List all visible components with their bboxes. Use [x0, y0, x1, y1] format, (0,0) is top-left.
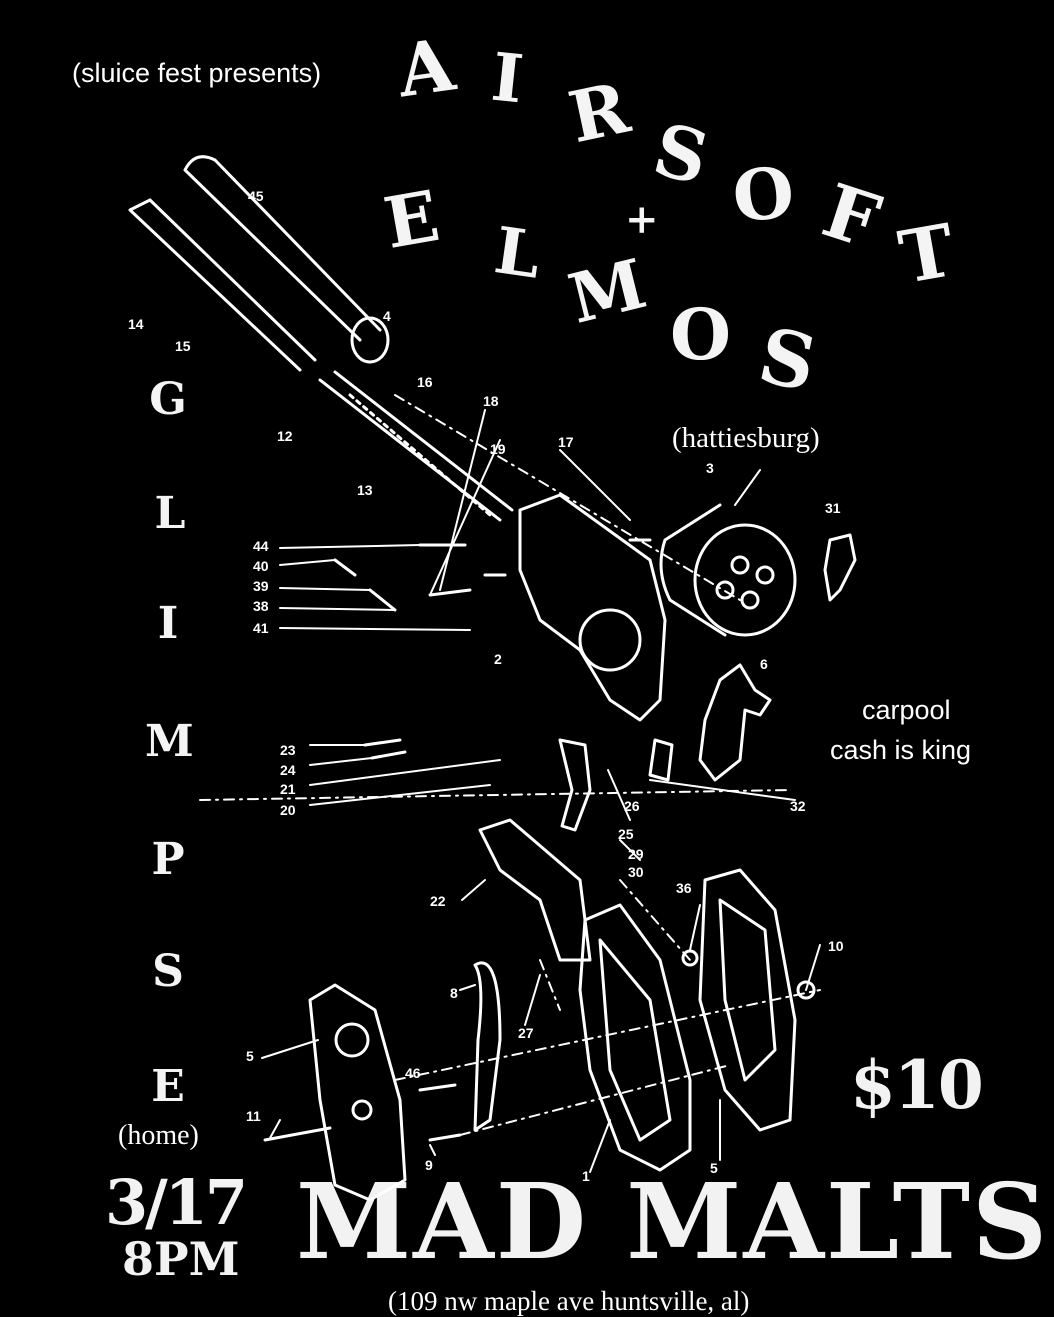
frame-window [578, 608, 642, 672]
part-number: 18 [483, 393, 499, 409]
date: 3/17 [105, 1166, 248, 1239]
part-number: 9 [425, 1157, 433, 1173]
part-number: 2 [494, 651, 502, 667]
venue-address: (109 nw maple ave huntsville, al) [388, 1286, 750, 1316]
part-number: 20 [280, 802, 296, 818]
cylinder-body [659, 503, 727, 637]
part-number: 27 [518, 1025, 534, 1041]
part-number: 31 [825, 500, 841, 516]
part-number: 41 [253, 620, 269, 636]
plus-sign: + [625, 196, 659, 243]
price: $10 [850, 1046, 984, 1124]
part-number: 5 [246, 1048, 254, 1064]
part-32 [648, 738, 674, 782]
backstrap [578, 903, 692, 1172]
elmos-origin: (hattiesburg) [672, 422, 820, 454]
part-number: 22 [430, 893, 446, 909]
glimpse-origin: (home) [118, 1120, 199, 1151]
band-letter: P [151, 834, 185, 885]
part-number: 40 [253, 558, 269, 574]
part-number: 13 [357, 482, 373, 498]
band-letter: S [152, 946, 184, 997]
frame-shape [518, 493, 667, 722]
part-31 [823, 533, 857, 602]
barrel-shape [183, 155, 382, 342]
band-letter: M [145, 716, 194, 767]
part-number: 10 [828, 938, 844, 954]
left-grip [308, 983, 407, 1202]
time: 8PM [122, 1232, 240, 1286]
venue-name: MAD MALTS [296, 1160, 1050, 1283]
part-number: 17 [558, 434, 574, 450]
presenter-text: (sluice fest presents) [72, 58, 322, 88]
part-number: 14 [128, 316, 144, 332]
part-8 [473, 961, 502, 1132]
part-number: 25 [618, 826, 634, 842]
part-number: 19 [490, 441, 506, 457]
band-letter: G [149, 374, 187, 425]
trigger [558, 738, 592, 832]
part-number: 23 [280, 742, 296, 758]
band-letter: L [154, 488, 186, 539]
part-number: 39 [253, 578, 269, 594]
part-number: 15 [175, 338, 191, 354]
notes-line-1: carpool [862, 695, 951, 725]
part-number: 6 [760, 656, 768, 672]
part-number: 3 [706, 460, 714, 476]
part-number: 38 [253, 598, 269, 614]
part-number: 26 [624, 798, 640, 814]
part-number: 36 [676, 880, 692, 896]
part-number: 11 [246, 1108, 261, 1124]
part-number: 30 [628, 864, 644, 880]
part-number: 45 [248, 188, 264, 204]
part-number: 29 [628, 846, 644, 862]
part-number: 44 [253, 538, 269, 554]
cylinder-face [693, 523, 797, 637]
part-number: 46 [405, 1065, 421, 1081]
part-number: 1 [582, 1168, 590, 1184]
ejector-spring [348, 393, 492, 517]
notes-line-2: cash is king [830, 735, 972, 765]
trigger-guard [478, 818, 592, 962]
barrel-muzzle [350, 316, 390, 364]
band-letter: O [670, 293, 731, 376]
part-number: 8 [450, 985, 458, 1001]
band-letter: E [151, 1061, 185, 1112]
part-number: 24 [280, 762, 296, 778]
part-number: 16 [417, 374, 433, 390]
band-letter: I [157, 598, 179, 649]
ejector-housing [128, 198, 317, 372]
part-number: 4 [383, 308, 391, 324]
part-number: 21 [280, 781, 296, 797]
part-6 [698, 663, 772, 782]
part-number: 12 [277, 428, 293, 444]
part-number: 32 [790, 798, 806, 814]
part-number: 5 [710, 1160, 718, 1176]
right-grip [698, 868, 797, 1132]
